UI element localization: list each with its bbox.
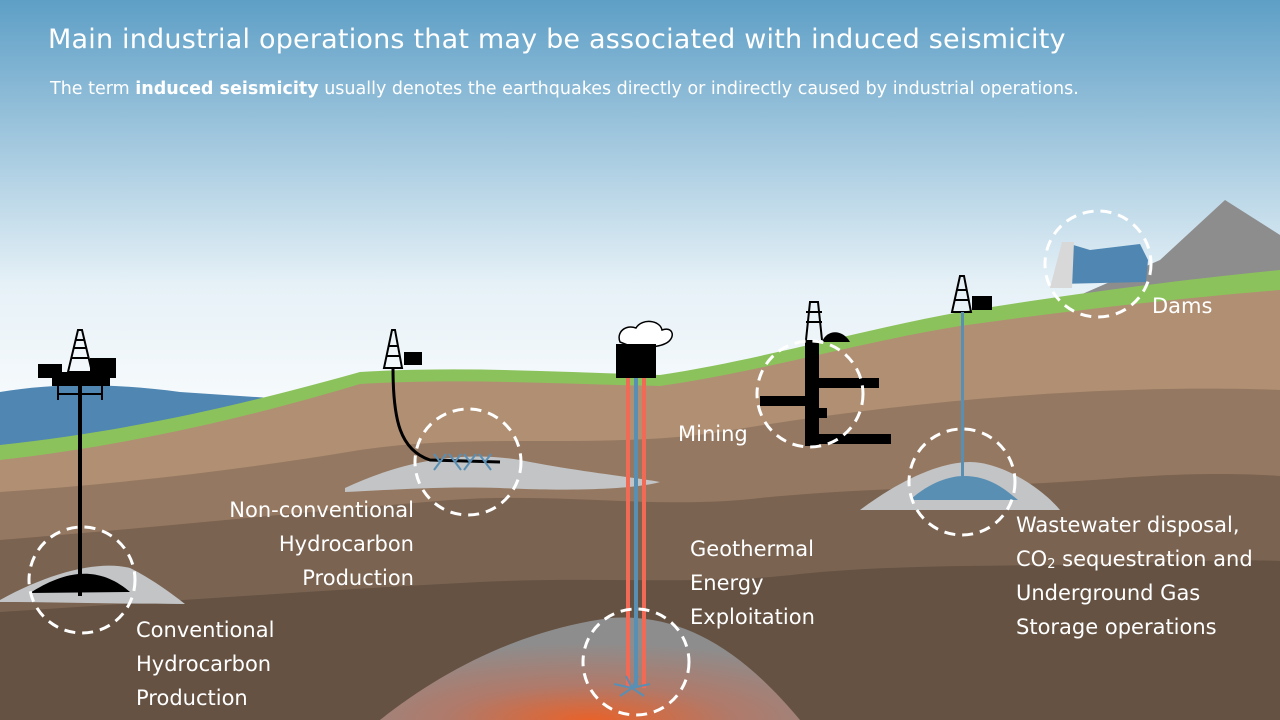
geothermal-circle [581, 607, 691, 717]
page-title: Main industrial operations that may be a… [48, 24, 1066, 55]
label-mining: Mining [678, 417, 748, 451]
label-line: Hydrocarbon [136, 652, 272, 676]
label-line: Energy [690, 571, 764, 595]
shale-well [382, 329, 501, 471]
dam-reservoir-water [1058, 244, 1148, 284]
mining-circle [755, 339, 865, 449]
label-line: Exploitation [690, 605, 815, 629]
label-line: Production [302, 566, 414, 590]
injected-fluid [910, 476, 1018, 500]
label-line: Wastewater disposal, [1016, 513, 1240, 537]
mine-shafts [760, 301, 891, 446]
label-nonconventional-hydrocarbon: Non-conventional Hydrocarbon Production [229, 493, 414, 595]
nonconventional-circle [413, 407, 523, 517]
label-line: Non-conventional [229, 498, 414, 522]
injection-well [950, 275, 992, 482]
label-dams: Dams [1152, 289, 1212, 323]
offshore-platform [38, 329, 116, 596]
dam-wall [1050, 242, 1074, 288]
label-line: Hydrocarbon [278, 532, 414, 556]
geothermal-plant [613, 320, 673, 697]
co2-suffix: sequestration and [1055, 547, 1253, 571]
co2-symbol: CO [1016, 547, 1048, 571]
subtitle-suffix: usually denotes the earthquakes directly… [318, 79, 1079, 99]
label-line-co2: CO2 sequestration and [1016, 542, 1253, 576]
page-subtitle: The term induced seismicity usually deno… [50, 79, 1079, 99]
label-wastewater-disposal: Wastewater disposal, CO2 sequestration a… [1016, 508, 1253, 644]
label-line: Production [136, 686, 248, 710]
subtitle-emphasis: induced seismicity [135, 79, 319, 99]
wastewater-circle [907, 427, 1017, 537]
label-line: Dams [1152, 294, 1213, 318]
label-geothermal: Geothermal Energy Exploitation [690, 532, 815, 634]
label-line: Conventional [136, 618, 275, 642]
shale-reservoir [345, 456, 660, 492]
conventional-circle [27, 525, 137, 635]
label-line: Underground Gas [1016, 581, 1201, 605]
label-line: Geothermal [690, 537, 814, 561]
magma-dome [380, 617, 800, 720]
dams-circle [1043, 209, 1153, 319]
subtitle-prefix: The term [50, 79, 136, 99]
co2-subscript: 2 [1047, 557, 1056, 572]
label-line: Mining [678, 422, 748, 446]
label-line: Storage operations [1016, 615, 1217, 639]
label-conventional-hydrocarbon: Conventional Hydrocarbon Production [136, 613, 274, 715]
